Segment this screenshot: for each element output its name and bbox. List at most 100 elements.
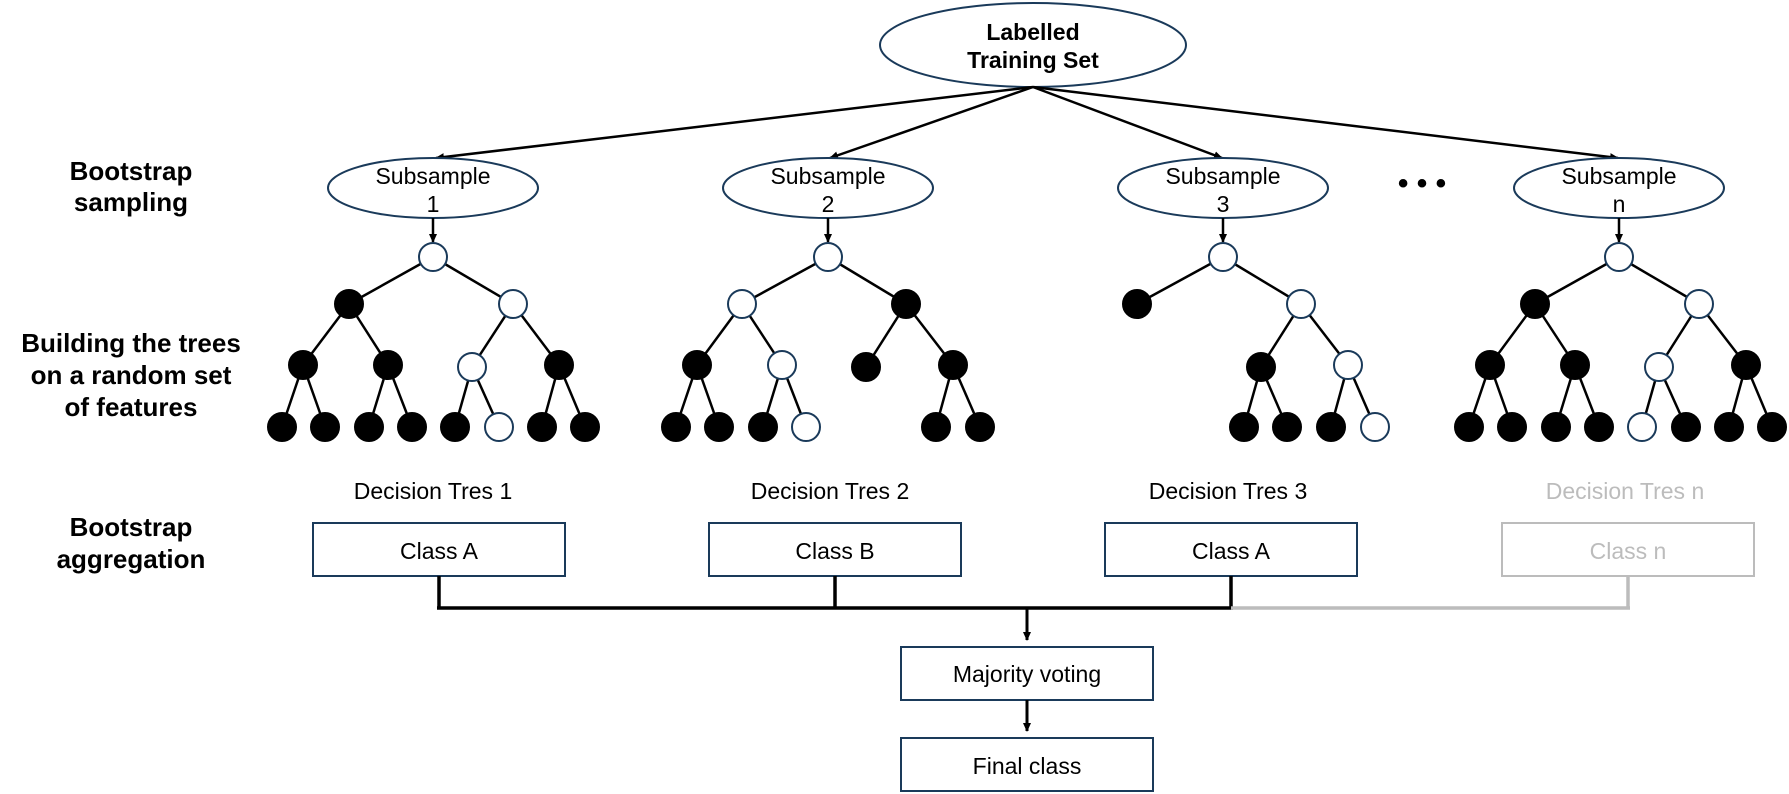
subsample-n: Subsample n: [1513, 157, 1725, 219]
tree-n-caption: Decision Tres n: [1546, 478, 1705, 504]
tree-node-filled: [748, 412, 778, 442]
tree-node-filled: [527, 412, 557, 442]
tree-node-filled: [544, 350, 574, 380]
tree-node-empty: [418, 242, 448, 272]
class-box-n: Class n: [1501, 522, 1755, 577]
svg-text:Class B: Class B: [795, 538, 874, 564]
tree-node-filled: [1757, 412, 1787, 442]
tree-edge: [432, 255, 514, 306]
final-class-box: Final class: [900, 737, 1154, 792]
tree-node-filled: [288, 350, 318, 380]
arrow-to-subsample-n: [1032, 85, 1619, 162]
tree-node-filled: [1671, 412, 1701, 442]
svg-text:Class A: Class A: [400, 538, 479, 564]
svg-text:Class A: Class A: [1192, 538, 1271, 564]
tree-node-empty: [498, 289, 528, 319]
tree-node-empty: [791, 412, 821, 442]
tree-node-empty: [1684, 289, 1714, 319]
tree-node-empty: [1644, 352, 1674, 382]
subsample-3-line1: Subsample: [1165, 163, 1280, 189]
trees-layer: [267, 242, 1787, 442]
row-label-building-trees: Building the trees on a random set of fe…: [21, 328, 241, 422]
tree-edge: [827, 255, 907, 306]
root-label-line2: Training Set: [967, 47, 1099, 73]
tree-node-empty: [1333, 350, 1363, 380]
svg-text:Majority voting: Majority voting: [953, 661, 1101, 687]
tree-2: [661, 242, 995, 442]
tree-node-filled: [1520, 289, 1550, 319]
tree-edge: [1534, 255, 1620, 306]
svg-text:Building the trees: Building the trees: [21, 328, 241, 358]
tree-node-empty: [457, 352, 487, 382]
tree-edge: [741, 255, 829, 306]
tree-node-filled: [1246, 352, 1276, 382]
tree-edge: [1222, 255, 1302, 306]
svg-text:of features: of features: [65, 392, 198, 422]
tree-node-empty: [1360, 412, 1390, 442]
tree-1: [267, 242, 600, 442]
tree-node-filled: [334, 289, 364, 319]
svg-text:on a random set: on a random set: [31, 360, 232, 390]
subsample-2: Subsample 2: [722, 157, 934, 219]
svg-text:Bootstrap: Bootstrap: [70, 512, 193, 542]
arrow-to-subsample-1: [435, 85, 1034, 162]
tree-node-filled: [1541, 412, 1571, 442]
majority-voting-box: Majority voting: [900, 646, 1154, 701]
tree-edge: [348, 255, 434, 306]
tree-node-filled: [682, 350, 712, 380]
subsample-2-line1: Subsample: [770, 163, 885, 189]
tree-n: [1454, 242, 1787, 442]
subsample-n-line1: Subsample: [1561, 163, 1676, 189]
row-label-bootstrap-sampling: Bootstrap sampling: [70, 156, 193, 217]
subsample-1-line1: Subsample: [375, 163, 490, 189]
class-box-2: Class B: [708, 522, 962, 577]
subsample-3: Subsample 3: [1117, 157, 1329, 219]
tree-node-filled: [851, 352, 881, 382]
tree-node-filled: [1475, 350, 1505, 380]
tree-node-filled: [704, 412, 734, 442]
tree-1-caption: Decision Tres 1: [354, 478, 513, 504]
tree-node-empty: [767, 350, 797, 380]
root-node: Labelled Training Set: [879, 2, 1187, 88]
tree-node-filled: [1497, 412, 1527, 442]
tree-node-empty: [1208, 242, 1238, 272]
subsample-2-line2: 2: [822, 191, 835, 217]
tree-node-filled: [1316, 412, 1346, 442]
subsample-1: Subsample 1: [327, 157, 539, 219]
aggregation-connectors: [437, 576, 1630, 641]
tree-node-filled: [891, 289, 921, 319]
tree-node-filled: [1584, 412, 1614, 442]
svg-text:Class n: Class n: [1590, 538, 1667, 564]
tree-node-empty: [484, 412, 514, 442]
tree-node-filled: [267, 412, 297, 442]
tree-node-filled: [938, 350, 968, 380]
subsample-3-line2: 3: [1217, 191, 1230, 217]
subsample-n-line2: n: [1613, 191, 1626, 217]
tree-node-empty: [727, 289, 757, 319]
tree-node-filled: [354, 412, 384, 442]
tree-node-filled: [965, 412, 995, 442]
tree-node-filled: [1229, 412, 1259, 442]
tree-3: [1122, 242, 1390, 442]
subsample-to-tree-arrows: [429, 218, 1623, 243]
svg-text:Bootstrap: Bootstrap: [70, 156, 193, 186]
tree-node-filled: [397, 412, 427, 442]
tree-node-filled: [1714, 412, 1744, 442]
ellipsis-dots: • • •: [1398, 167, 1446, 200]
class-box-3: Class A: [1104, 522, 1358, 577]
tree-node-filled: [1122, 289, 1152, 319]
root-to-subsample-arrows: [435, 85, 1619, 162]
svg-text:sampling: sampling: [74, 187, 188, 217]
root-label-line1: Labelled: [986, 19, 1079, 45]
arrow-to-subsample-3: [1032, 85, 1223, 160]
svg-text:Final class: Final class: [973, 753, 1082, 779]
tree-3-caption: Decision Tres 3: [1149, 478, 1308, 504]
tree-node-empty: [1604, 242, 1634, 272]
tree-node-filled: [661, 412, 691, 442]
tree-edge: [1618, 255, 1700, 306]
svg-text:aggregation: aggregation: [57, 544, 206, 574]
tree-node-filled: [1272, 412, 1302, 442]
tree-2-caption: Decision Tres 2: [751, 478, 910, 504]
